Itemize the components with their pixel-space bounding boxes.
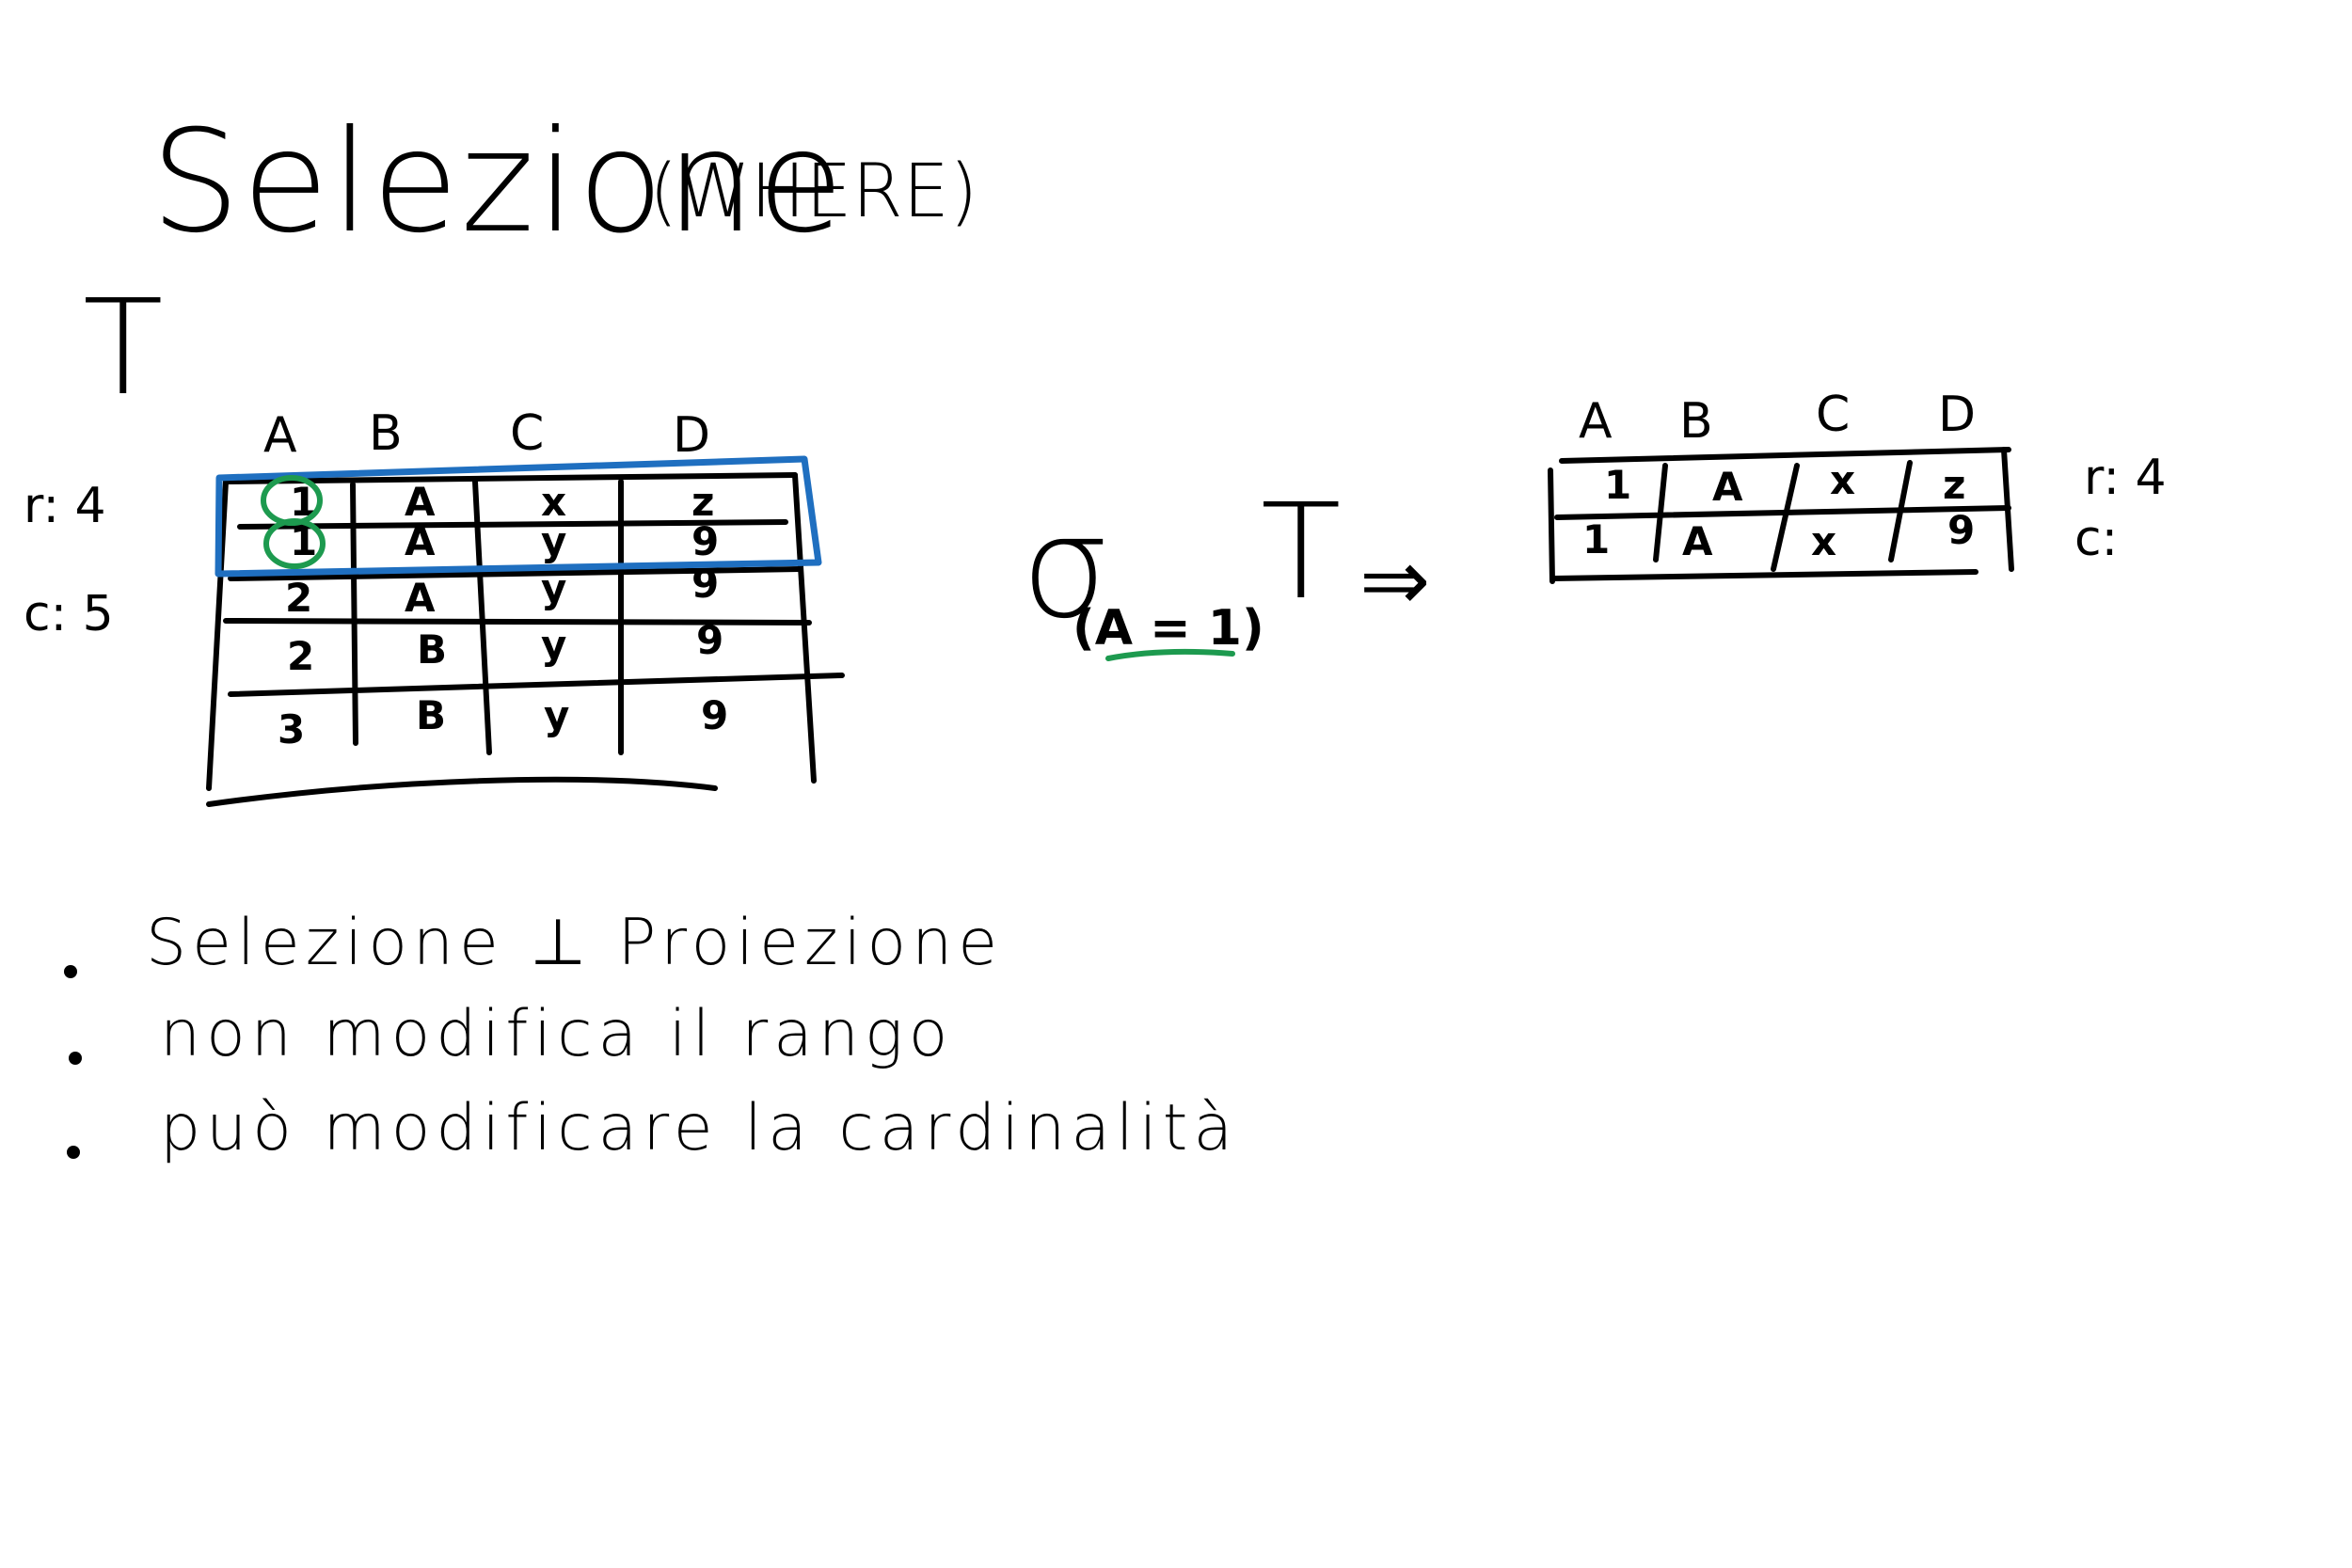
left-cell: A [405, 479, 436, 525]
page-title-paren: (WHERE) [649, 150, 977, 234]
selection-condition: (A = 1) [1073, 600, 1264, 657]
result-arrow: ⇒ [1359, 531, 1430, 630]
left-cell: z [691, 479, 714, 525]
right-col-header-c: C [1816, 387, 1850, 443]
bullet-dot [67, 1146, 80, 1159]
left-cell: 2 [287, 633, 314, 679]
right-col-header-a: A [1579, 393, 1613, 450]
bullet-item: può modificare la cardinalità [160, 1091, 1238, 1165]
right-col-header-d: D [1938, 387, 1976, 443]
left-table: A B C D r: 4 c: 5 1 A x z 1 A y 9 2 A y … [24, 405, 845, 807]
left-table-outer-bottom [206, 776, 718, 807]
right-cell: 9 [1947, 507, 1975, 553]
left-col-header-d: D [673, 407, 710, 464]
left-cell: 9 [696, 617, 723, 663]
right-table: A B C D r: 4 c: 1 A x z 1 A x 9 [1548, 387, 2167, 584]
left-cell: A [405, 575, 436, 621]
left-rank-label: r: 4 [24, 478, 106, 534]
right-cell: 1 [1582, 516, 1610, 562]
left-table-outer-left [206, 479, 229, 791]
bullet-dot [64, 965, 77, 978]
left-cardinality-label: c: 5 [24, 586, 114, 642]
left-cell: y [541, 622, 566, 668]
bullet-item: Selezione ⊥ Proiezione [146, 906, 1003, 980]
left-cell: x [541, 479, 566, 525]
left-cell: 9 [691, 518, 719, 564]
right-col-header-b: B [1679, 393, 1713, 450]
left-table-row-line-3 [223, 618, 812, 626]
right-table-outer-left [1548, 467, 1555, 584]
left-cell: B [416, 692, 446, 738]
left-cell: A [405, 518, 436, 564]
left-cell: y [541, 565, 566, 611]
right-cell: z [1943, 462, 1965, 508]
left-table-row-line-4 [228, 673, 845, 697]
right-cell: A [1712, 464, 1743, 510]
left-col-header-b: B [369, 405, 403, 462]
operation-relation: T [1261, 476, 1342, 629]
page-title: Selezione [151, 101, 846, 264]
selected-rows-highlight [215, 455, 822, 578]
right-table-outer-bottom [1549, 569, 1979, 581]
right-cell: 1 [1604, 462, 1631, 508]
left-cell: y [541, 518, 566, 564]
match-mark-row-2 [263, 518, 326, 569]
condition-underline [1105, 648, 1235, 661]
left-cell: 2 [285, 575, 312, 621]
right-cardinality-label: c: [2074, 511, 2118, 567]
right-cell: x [1830, 457, 1855, 503]
right-cell: x [1811, 518, 1836, 564]
left-col-header-c: C [510, 405, 544, 462]
right-rank-label: r: 4 [2084, 450, 2167, 506]
left-cell: y [544, 692, 569, 738]
right-cell: A [1682, 518, 1713, 564]
bullet-list: Selezione ⊥ Proiezione non modifica il r… [64, 906, 1238, 1165]
left-cell: 9 [701, 692, 728, 738]
left-table-outer-top [223, 472, 798, 484]
left-table-row-line-1 [237, 519, 788, 530]
left-table-outer-right [792, 472, 817, 784]
right-table-col-line-2 [1771, 463, 1800, 572]
bullet-item: non modifica il rango [160, 997, 953, 1071]
sigma-symbol: σ [1021, 486, 1110, 650]
left-cell: 3 [278, 706, 305, 752]
right-table-row-line-1 [1554, 505, 2011, 520]
bullet-dot [69, 1052, 82, 1065]
left-col-header-a: A [263, 407, 297, 464]
relation-name-label: T [83, 272, 164, 425]
right-table-outer-top [1559, 447, 2011, 464]
selection-operation: σ (A = 1) T ⇒ [1021, 476, 1430, 661]
left-cell: B [417, 626, 447, 673]
left-table-row-line-2 [228, 566, 803, 581]
left-cell: 9 [691, 561, 719, 607]
